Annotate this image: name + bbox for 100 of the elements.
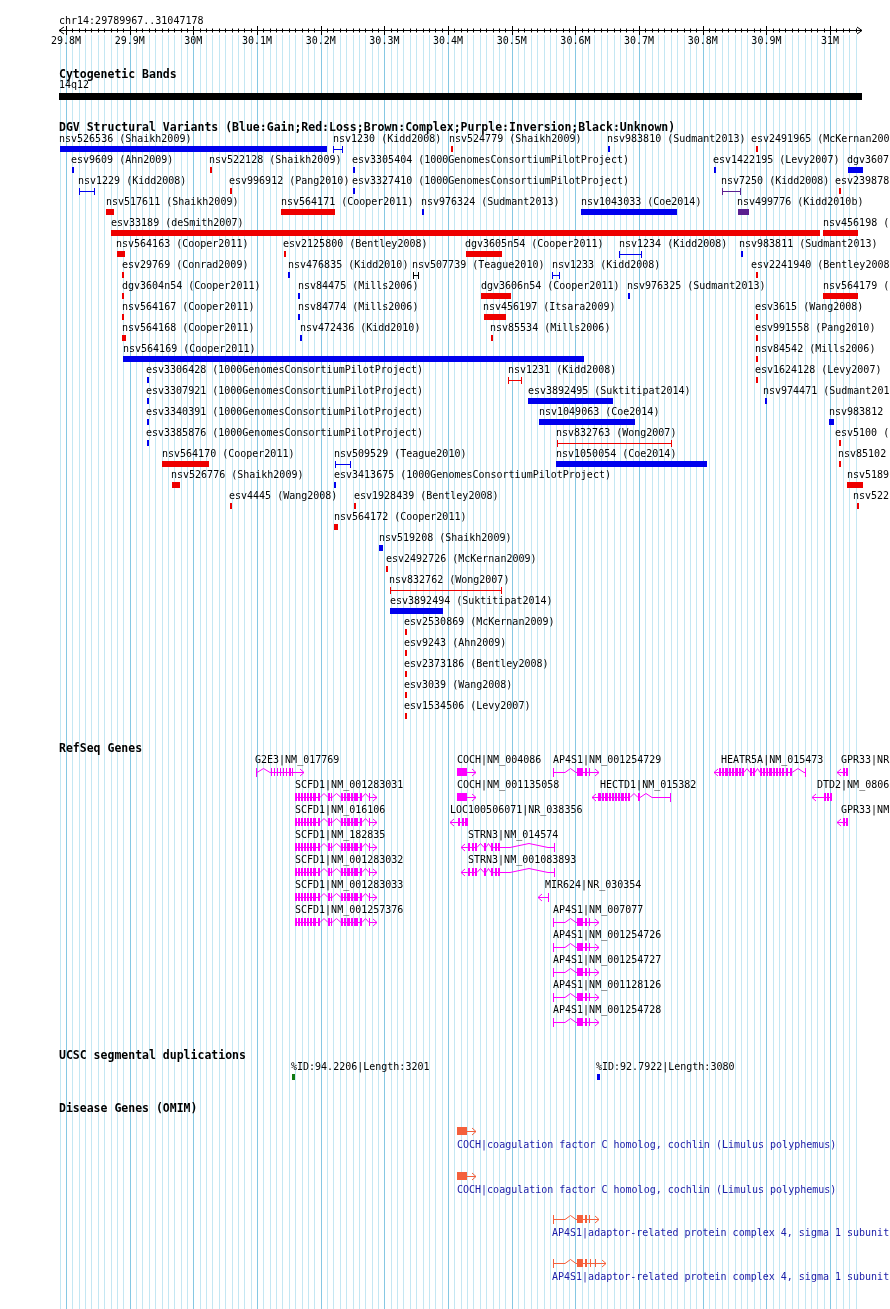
gene-label: LOC100506071|NR_038356 [450, 804, 583, 816]
variant-label: esv3892494 (Suktitipat2014) [390, 595, 553, 607]
gene-label: AP4S1|NM_001254726 [553, 929, 662, 941]
variant-label: esv996912 (Pang2010) [229, 175, 350, 187]
variant-label: nsv1233 (Kidd2008) [552, 259, 661, 271]
disease-gene-label: COCH|coagulation factor C homolog, cochlin (Limulus polyphemus) [457, 1184, 837, 1196]
tick-label: 30.3M [369, 35, 400, 47]
gene-label: AP4S1|NM_007077 [553, 904, 644, 916]
variant-label: nsv832763 (Wong2007) [556, 427, 677, 439]
gene-label: G2E3|NM_017769 [255, 754, 340, 766]
variant-label: nsv522128 (Shaikh2009) [209, 154, 342, 166]
variant-label: nsv7250 (Kidd2008) [721, 175, 830, 187]
tick-label: 30.8M [687, 35, 718, 47]
variant-label: nsv509529 (Teague2010) [334, 448, 467, 460]
variant-label: esv991558 (Pang2010) [755, 322, 876, 334]
variant-label: nsv524779 (Shaikh2009) [449, 133, 582, 145]
gene-label: STRN3|NM_001083893 [468, 854, 577, 866]
disease-gene-label: AP4S1|adaptor-related protein complex 4, sigma 1 subunit [552, 1271, 890, 1283]
variant-label: esv5100 ( [835, 427, 890, 439]
variant-label: esv2125800 (Bentley2008) [283, 238, 428, 250]
variant-label: nsv564171 (Cooper2011) [281, 196, 414, 208]
tick-label: 30M [184, 35, 203, 47]
tick-label: 30.4M [433, 35, 464, 47]
band-label: 14q12 [59, 79, 90, 91]
variant-label: dgv3605n54 (Cooper2011) [465, 238, 604, 250]
variant-label: nsv983810 (Sudmant2013) [607, 133, 746, 145]
gene-label: MIR624|NR_030354 [545, 879, 642, 891]
gene-label: SCFD1|NM_001257376 [295, 904, 404, 916]
variant-label: nsv507739 (Teague2010) [412, 259, 545, 271]
gene-label: COCH|NM_001135058 [457, 779, 560, 791]
variant-label: nsv564169 (Cooper2011) [123, 343, 256, 355]
variant-label: nsv976324 (Sudmant2013) [421, 196, 560, 208]
variant-label: nsv564170 (Cooper2011) [162, 448, 295, 460]
variant-label: nsv522 [853, 490, 890, 502]
variant-label: nsv1049063 (Coe2014) [539, 406, 660, 418]
gene-label: COCH|NM_004086 [457, 754, 542, 766]
variant-label: esv3327410 (1000GenomesConsortiumPilotProject) [352, 175, 629, 187]
variant-label: esv1534506 (Levy2007) [404, 700, 531, 712]
variant-label: esv3385876 (1000GenomesConsortiumPilotProject) [146, 427, 423, 439]
variant-label: esv2241940 (Bentley2008 [751, 259, 890, 271]
variant-label: esv2373186 (Bentley2008) [404, 658, 549, 670]
variant-label: nsv974471 (Sudmant201 [763, 385, 890, 397]
tick-label: 31M [821, 35, 840, 47]
variant-label: nsv564168 (Cooper2011) [122, 322, 255, 334]
track-title: DGV Structural Variants (Blue:Gain;Red:Loss;Brown:Complex;Purple:Inversion;Black:Unknown) [59, 120, 676, 134]
duplication-label: %ID:94.2206|Length:3201 [291, 1061, 430, 1073]
variant-label: esv3306428 (1000GenomesConsortiumPilotProject) [146, 364, 423, 376]
gene-label: SCFD1|NM_001283033 [295, 879, 404, 891]
gene-label: AP4S1|NM_001254727 [553, 954, 662, 966]
duplication-label: %ID:92.7922|Length:3080 [596, 1061, 735, 1073]
variant-label: dgv3607 [847, 154, 890, 166]
variant-label: nsv832762 (Wong2007) [389, 574, 510, 586]
gene-label: SCFD1|NM_001283032 [295, 854, 404, 866]
variant-label: nsv517611 (Shaikh2009) [106, 196, 239, 208]
gene-label: STRN3|NM_014574 [468, 829, 559, 841]
variant-label: nsv564163 (Cooper2011) [116, 238, 249, 250]
variant-label: nsv1231 (Kidd2008) [508, 364, 617, 376]
track-title: Disease Genes (OMIM) [59, 1101, 198, 1115]
variant-label: nsv456197 (Itsara2009) [483, 301, 616, 313]
gene-label: GPR33|NR [841, 754, 890, 766]
variant-label: nsv472436 (Kidd2010) [300, 322, 421, 334]
variant-label: nsv983812 [829, 406, 884, 418]
gene-label: AP4S1|NM_001128126 [553, 979, 662, 991]
tick-label: 29.9M [114, 35, 145, 47]
variant-label: nsv85102 [838, 448, 887, 460]
region-title: chr14:29789967..31047178 [59, 15, 204, 27]
variant-label: dgv3606n54 (Cooper2011) [481, 280, 620, 292]
variant-label: nsv1234 (Kidd2008) [619, 238, 728, 250]
variant-label: nsv1050054 (Coe2014) [556, 448, 677, 460]
variant-label: nsv564167 (Cooper2011) [122, 301, 255, 313]
variant-label: esv2491965 (McKernan200 [751, 133, 890, 145]
tick-label: 30.9M [751, 35, 782, 47]
track-title: RefSeq Genes [59, 741, 143, 755]
variant-label: nsv84774 (Mills2006) [298, 301, 419, 313]
variant-label: nsv519208 (Shaikh2009) [379, 532, 512, 544]
variant-label: nsv1229 (Kidd2008) [78, 175, 187, 187]
variant-label: esv3039 (Wang2008) [404, 679, 513, 691]
variant-label: esv9243 (Ahn2009) [404, 637, 507, 649]
variant-label: nsv983811 (Sudmant2013) [739, 238, 878, 250]
variant-label: nsv85534 (Mills2006) [490, 322, 611, 334]
disease-gene-label: COCH|coagulation factor C homolog, cochlin (Limulus polyphemus) [457, 1139, 837, 1151]
tick-label: 30.7M [624, 35, 655, 47]
variant-label: esv3340391 (1000GenomesConsortiumPilotProject) [146, 406, 423, 418]
gene-label: SCFD1|NM_001283031 [295, 779, 404, 791]
variant-label: esv9609 (Ahn2009) [71, 154, 174, 166]
variant-label: esv2530869 (McKernan2009) [404, 616, 555, 628]
gene-label: AP4S1|NM_001254729 [553, 754, 662, 766]
gene-label: SCFD1|NM_016106 [295, 804, 386, 816]
variant-label: esv3615 (Wang2008) [755, 301, 864, 313]
variant-label: nsv1230 (Kidd2008) [333, 133, 442, 145]
variant-label: nsv476835 (Kidd2010) [288, 259, 409, 271]
tick-label: 30.5M [496, 35, 527, 47]
tick-label: 29.8M [51, 35, 82, 47]
variant-label: esv33189 (deSmith2007) [111, 217, 244, 229]
tick-label: 30.2M [305, 35, 336, 47]
variant-label: nsv84542 (Mills2006) [755, 343, 876, 355]
variant-label: esv3307921 (1000GenomesConsortiumPilotProject) [146, 385, 423, 397]
tick-label: 30.6M [560, 35, 591, 47]
variant-label: esv239878 [835, 175, 890, 187]
variant-label: dgv3604n54 (Cooper2011) [122, 280, 261, 292]
